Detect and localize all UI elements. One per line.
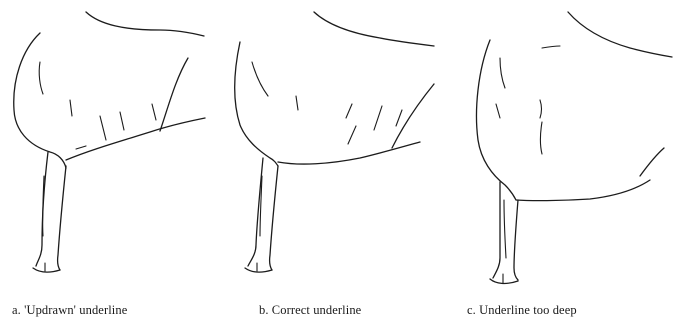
drawing-underline-too-deep <box>477 12 673 283</box>
foreleg-back <box>58 166 66 270</box>
rib-mark <box>348 126 356 144</box>
foreleg-front <box>36 152 48 266</box>
drawing-correct-underline <box>235 12 434 272</box>
chest-line <box>477 40 517 200</box>
foreleg-front <box>493 182 500 278</box>
hoof <box>33 268 60 272</box>
shoulder-mark <box>500 58 505 88</box>
rib-mark <box>296 96 298 110</box>
chest-line <box>235 42 278 166</box>
caption-updrawn-underline: a. 'Updrawn' underline <box>12 303 127 318</box>
shoulder-mark <box>542 46 560 48</box>
flank-line <box>160 58 188 131</box>
shoulder-mark <box>252 62 268 96</box>
hoof <box>490 279 518 283</box>
drawing-updrawn-underline <box>14 12 205 272</box>
leg-mark <box>504 200 506 258</box>
rib-mark <box>374 106 382 130</box>
back-line <box>314 12 434 46</box>
rib-mark <box>396 110 402 126</box>
underline <box>278 142 420 164</box>
rib-mark <box>540 100 542 118</box>
underline <box>516 180 650 201</box>
rib-mark <box>100 116 106 140</box>
flank-line <box>392 84 434 148</box>
underline <box>66 118 205 160</box>
rib-mark <box>76 146 86 149</box>
caption-correct-underline: b. Correct underline <box>259 303 361 318</box>
leg-mark <box>43 176 44 236</box>
back-line <box>86 12 204 36</box>
flank-line <box>640 148 664 176</box>
rib-mark <box>152 104 156 120</box>
rib-mark <box>346 104 352 118</box>
chest-line <box>14 33 66 168</box>
rib-mark <box>70 100 72 116</box>
foreleg-back <box>514 200 518 280</box>
hoof <box>245 268 272 272</box>
caption-underline-too-deep: c. Underline too deep <box>467 303 577 318</box>
foreleg-back <box>270 166 278 270</box>
rib-mark <box>496 104 500 118</box>
shoulder-mark <box>39 62 43 94</box>
rib-mark <box>541 122 543 154</box>
rib-mark <box>120 112 124 130</box>
back-line <box>568 12 672 57</box>
